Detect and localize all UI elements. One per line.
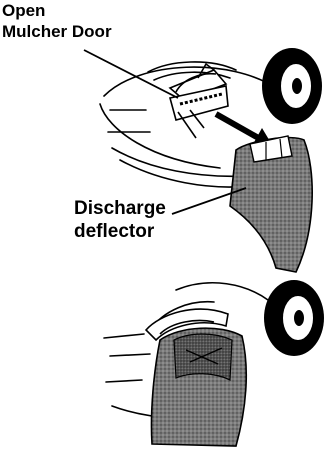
wheel-bottom-icon: [264, 280, 324, 356]
mulcher-door-leader-line: [84, 50, 178, 98]
discharge-deflector-installed-icon: [151, 328, 246, 446]
wheel-top-icon: [262, 48, 322, 124]
mulcher-door-icon: [170, 64, 228, 138]
discharge-deflector-icon: [230, 136, 312, 272]
